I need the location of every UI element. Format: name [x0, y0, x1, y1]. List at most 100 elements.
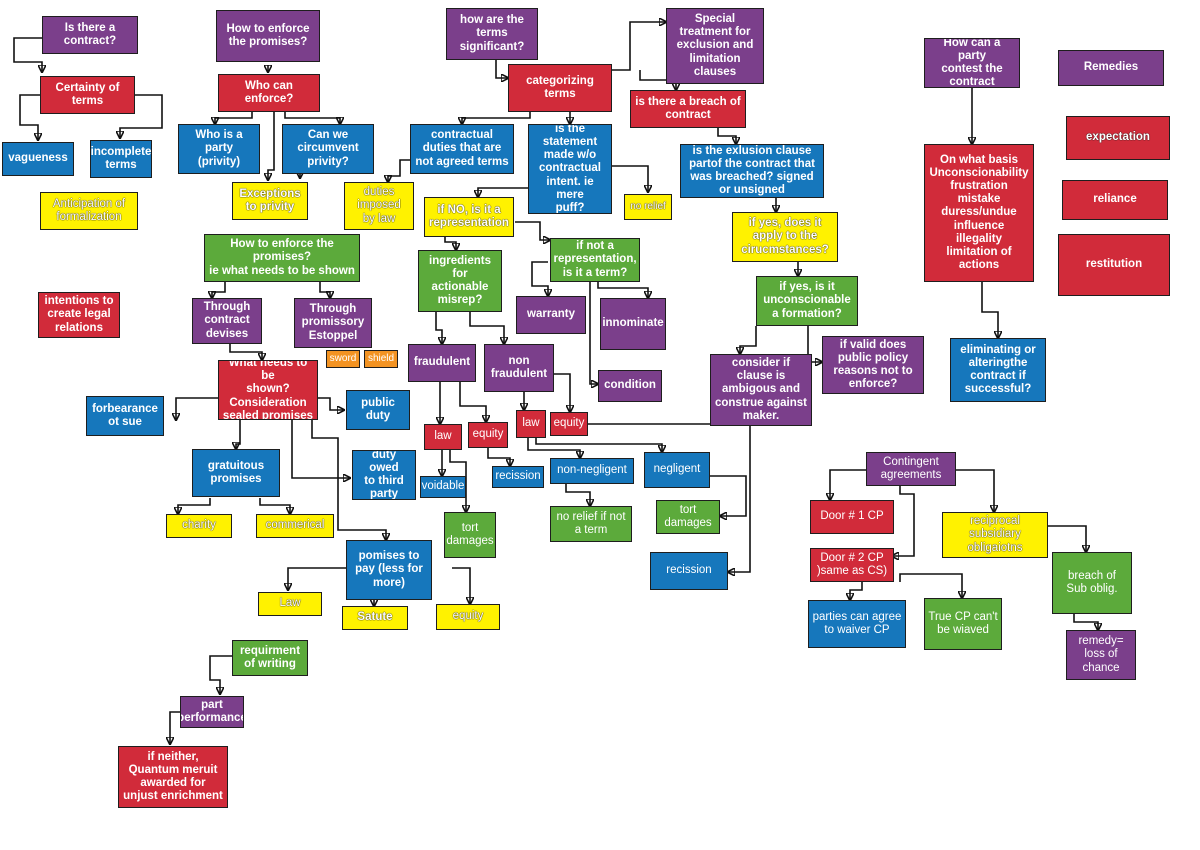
reliance-node[interactable]: reliance: [1062, 180, 1168, 220]
statement-contractual-intent-node[interactable]: is the statement made w/o contractual in…: [528, 124, 612, 214]
law-fraudulent-node[interactable]: law: [424, 424, 462, 450]
if-not-representation-term-node[interactable]: if not a representation, is it a term?: [550, 238, 640, 282]
reciprocal-subsidiary-node[interactable]: reciprocal subsidiary obligaiotns: [942, 512, 1048, 558]
edge-ifno-to-ingredients: [444, 232, 456, 250]
if-yes-unconscionable-node[interactable]: if yes, is it unconscionable a formation…: [756, 276, 858, 326]
true-cp-node[interactable]: True CP can't be wiaved: [924, 598, 1002, 650]
negligent-node[interactable]: negligent: [644, 452, 710, 488]
requirement-writing-node[interactable]: requirment of writing: [232, 640, 308, 676]
voidable-node[interactable]: voidable: [420, 476, 466, 498]
public-policy-node[interactable]: if valid does public policy reasons not …: [822, 336, 924, 394]
edge-ifnot-to-innominate: [597, 282, 648, 298]
anticipation-formalization-node[interactable]: Anticipation of formalization: [40, 192, 138, 230]
duty-third-party-node[interactable]: duty owed to third party: [352, 450, 416, 500]
gratuitous-promises-node[interactable]: gratuitous promises: [192, 449, 280, 497]
door-1-cp-node[interactable]: Door # 1 CP: [810, 500, 894, 534]
innominate-node[interactable]: innominate: [600, 298, 666, 350]
circumvent-privity-node[interactable]: Can we circumvent privity?: [282, 124, 374, 174]
incomplete-terms-node[interactable]: incomplete terms: [90, 140, 152, 178]
warranty-node[interactable]: warranty: [516, 296, 586, 334]
remedies-node[interactable]: Remedies: [1058, 50, 1164, 86]
categorizing-terms-node[interactable]: categorizing terms: [508, 64, 612, 112]
charity-node[interactable]: charity: [166, 514, 232, 538]
equity-fraudulent-node[interactable]: equity: [468, 422, 508, 448]
special-treatment-node[interactable]: Special treatment for exclusion and limi…: [666, 8, 764, 84]
through-promissory-estoppel-node[interactable]: Through promissory Estoppel: [294, 298, 372, 348]
exclusion-clause-part-node[interactable]: is the exlusion clause partof the contra…: [680, 144, 824, 198]
vagueness-node[interactable]: vagueness: [2, 142, 74, 176]
commerical-node[interactable]: commerical: [256, 514, 334, 538]
pomises-to-pay-node[interactable]: pomises to pay (less for more): [346, 540, 432, 600]
how-terms-significant-node[interactable]: how are the terms significant?: [446, 8, 538, 60]
no-relief-node[interactable]: no relief: [624, 194, 672, 220]
public-duty-node[interactable]: public duty: [346, 390, 410, 430]
edge-contingent-to-reciprocal: [956, 469, 994, 512]
who-is-party-node[interactable]: Who is a party (privity): [178, 124, 260, 174]
edge-consider-to-recission: [728, 426, 751, 572]
edge-law-to-negligent: [535, 436, 662, 452]
non-fraudulent-node[interactable]: non fraudulent: [484, 344, 554, 392]
breach-sub-oblig-node[interactable]: breach of Sub oblig.: [1052, 552, 1132, 614]
satute-node[interactable]: Satute: [342, 606, 408, 630]
forbearance-node[interactable]: forbearance ot sue: [86, 396, 164, 436]
edge-ifnot-to-condition: [589, 282, 598, 384]
recission-node-2[interactable]: recission: [650, 552, 728, 590]
edge-door2-to-truecp: [899, 573, 962, 598]
edge-who-to-exceptions: [268, 112, 275, 180]
condition-node[interactable]: condition: [598, 370, 662, 402]
edge-contingent-to-door2: [892, 486, 915, 556]
tort-damages-node-1[interactable]: tort damages: [444, 512, 496, 558]
edge-breach-to-exclusion: [717, 128, 736, 144]
equity-yellow-node[interactable]: equity: [436, 604, 500, 630]
edge-equity-to-recission: [487, 448, 510, 466]
quantum-meruit-node[interactable]: if neither, Quantum meruit awarded for u…: [118, 746, 228, 808]
non-negligent-node[interactable]: non-negligent: [550, 458, 634, 484]
door-2-cp-node[interactable]: Door # 2 CP )same as CS): [810, 548, 894, 582]
fraudulent-node[interactable]: fraudulent: [408, 344, 476, 382]
contest-contract-node[interactable]: How can a party contest the contract: [924, 38, 1020, 88]
edge-categorizing-to-special: [612, 22, 666, 71]
if-no-representation-node[interactable]: if NO, is it a representation: [424, 197, 514, 237]
what-needs-shown-node[interactable]: What needs to be shown? Consideration se…: [218, 360, 318, 420]
restitution-node[interactable]: restitution: [1058, 234, 1170, 296]
equity-non-fraudulent-node[interactable]: equity: [550, 412, 588, 436]
is-there-contract-node[interactable]: Is there a contract?: [42, 16, 138, 54]
edge-pomises-to-equity: [452, 567, 470, 604]
edge-pomises-to-law: [288, 567, 350, 590]
edge-basis-to-eliminating: [981, 282, 998, 338]
ingredients-misrep-node[interactable]: ingredients for actionable misrep?: [418, 250, 502, 312]
law-non-fraudulent-node[interactable]: law: [516, 410, 546, 438]
recission-node-1[interactable]: recission: [492, 466, 544, 488]
edge-ifnot-to-warranty: [531, 261, 548, 296]
edge-ingredients-to-fraudulent: [435, 312, 442, 344]
consider-ambiguous-node[interactable]: consider if clause is ambigous and const…: [710, 354, 812, 426]
sword-node[interactable]: sword: [326, 350, 360, 368]
breach-of-contract-node[interactable]: is there a breach of contract: [630, 90, 746, 128]
expectation-node[interactable]: expectation: [1066, 116, 1170, 160]
edge-fraud-to-equity: [459, 382, 486, 422]
on-what-basis-node[interactable]: On what basis Unconscionability frustrat…: [924, 144, 1034, 282]
who-can-enforce-node[interactable]: Who can enforce?: [218, 74, 320, 112]
through-contract-devises-node[interactable]: Through contract devises: [192, 298, 262, 344]
waiver-cp-node[interactable]: parties can agree to waiver CP: [808, 600, 906, 648]
shield-node[interactable]: shield: [364, 350, 398, 368]
edge-whatneeds-to-forbearance: [176, 397, 218, 420]
how-to-enforce-shown-node[interactable]: How to enforce the promises? ie what nee…: [204, 234, 360, 282]
contractual-duties-node[interactable]: contractual duties that are not agreed t…: [410, 124, 514, 174]
if-yes-apply-node[interactable]: if yes, does it apply to the cirucmstanc…: [732, 212, 838, 262]
eliminating-altering-node[interactable]: eliminating or alteringthe contract if s…: [950, 338, 1046, 402]
tort-damages-node-2[interactable]: tort damages: [656, 500, 720, 534]
certainty-of-terms-node[interactable]: Certainty of terms: [40, 76, 135, 114]
how-to-enforce-promises-node[interactable]: How to enforce the promises?: [216, 10, 320, 62]
part-performance-node[interactable]: part performance: [180, 696, 244, 728]
no-relief-not-term-node[interactable]: no relief if not a term: [550, 506, 632, 542]
law-yellow-node[interactable]: Law: [258, 592, 322, 616]
edge-law-to-tort: [449, 450, 466, 512]
contingent-agreements-node[interactable]: Contingent agreements: [866, 452, 956, 486]
edge-breach-to-remedy: [1073, 614, 1098, 630]
remedy-loss-chance-node[interactable]: remedy= loss of chance: [1066, 630, 1136, 680]
exceptions-to-privity-node[interactable]: Exceptions to privity: [232, 182, 308, 220]
intentions-legal-relations-node[interactable]: intentions to create legal relations: [38, 292, 120, 338]
duties-imposed-law-node[interactable]: duties imposed by law: [344, 182, 414, 230]
